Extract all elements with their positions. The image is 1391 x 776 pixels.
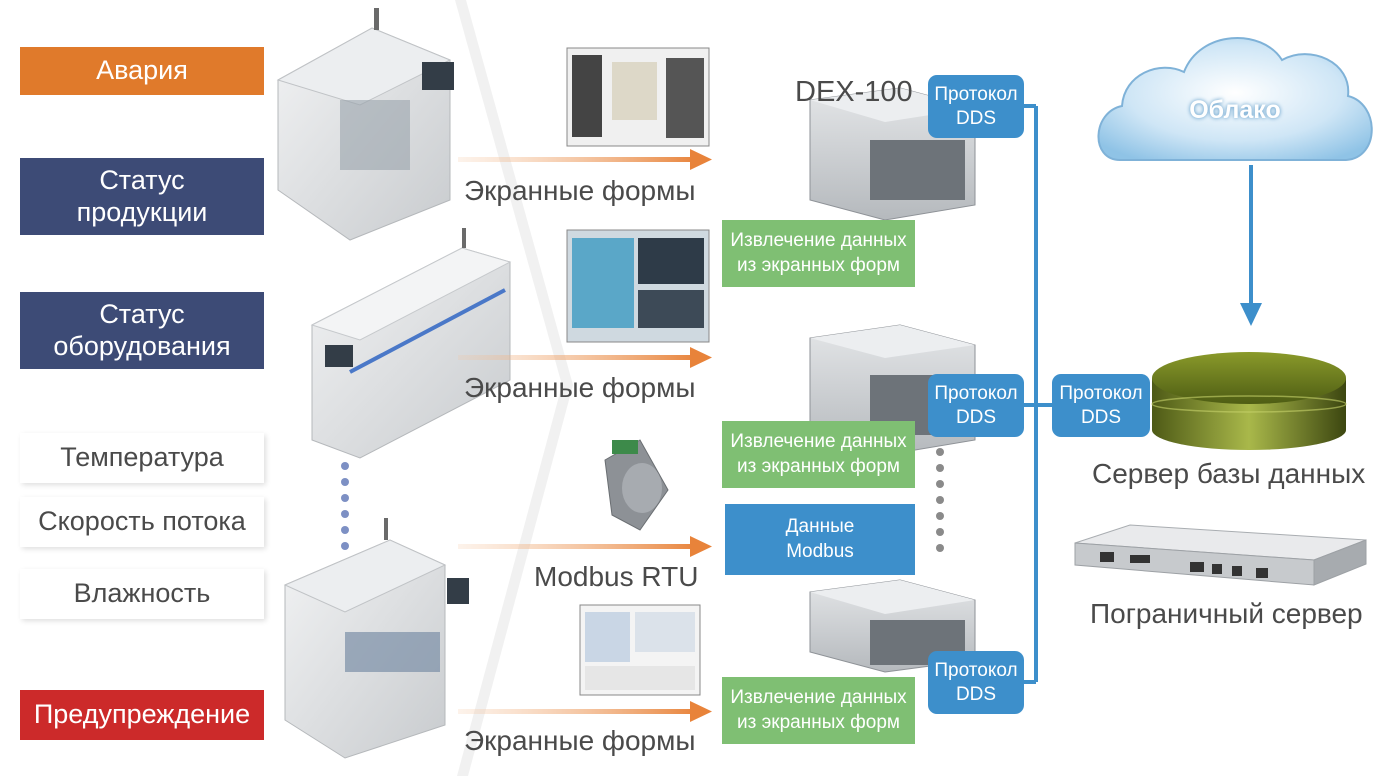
- extraction-line2: из экранных форм: [737, 455, 900, 477]
- cloud-to-db-arrow: [1240, 165, 1262, 326]
- divider: [455, 0, 573, 385]
- humidity-label: Влажность: [20, 569, 264, 619]
- modbus-data-line2: Modbus: [786, 540, 854, 562]
- product-status-label: Статус продукции: [20, 158, 264, 235]
- dex-100-title: DEX-100: [795, 76, 913, 108]
- arrow-1: [458, 149, 712, 170]
- modbus-rtu-caption: Modbus RTU: [534, 561, 699, 592]
- extraction-line2: из экранных форм: [737, 254, 900, 276]
- machine-placement-1: [276, 8, 454, 241]
- modbus-data-box: Данные Modbus: [725, 504, 915, 575]
- equipment-status-label: Статус оборудования: [20, 292, 264, 369]
- arrow-4: [458, 701, 712, 722]
- screen-forms-caption-2: Экранные формы: [464, 372, 696, 403]
- alarm-label: Авария: [20, 47, 264, 95]
- dex-100-device-1: [809, 87, 976, 221]
- dds-line1: Протокол: [934, 83, 1018, 105]
- database-cylinder: [1151, 352, 1347, 450]
- extraction-box-2: Извлечение данных из экранных форм: [722, 421, 915, 488]
- product-status-line1: Статус: [99, 165, 185, 196]
- dds-line2: DDS: [955, 683, 997, 705]
- cloud-label: Облако: [1189, 96, 1281, 124]
- db-server-caption: Сервер базы данных: [1092, 458, 1366, 489]
- screen-forms-caption-1: Экранные формы: [464, 175, 696, 206]
- dds-line1: Протокол: [1059, 382, 1143, 404]
- alarm-label-text: Авария: [96, 55, 188, 86]
- extraction-box-1: Извлечение данных из экранных форм: [722, 220, 915, 287]
- equipment-status-line1: Статус: [99, 299, 185, 330]
- machine-oven-2: [310, 228, 512, 459]
- edge-server-device: [1074, 524, 1367, 586]
- edge-server-caption: Пограничный сервер: [1090, 598, 1363, 629]
- dds-protocol-badge-2: Протокол DDS: [928, 374, 1024, 437]
- arrow-2: [458, 347, 712, 368]
- cloud-shape: [1097, 37, 1373, 161]
- dots-right: [936, 448, 944, 552]
- dds-line1: Протокол: [934, 382, 1018, 404]
- screen-thumb-1: [566, 47, 710, 147]
- warning-label: Предупреждение: [20, 690, 264, 740]
- screen-thumb-2: [566, 229, 710, 343]
- machine-placement-3: [283, 518, 469, 759]
- dots-left: [341, 462, 349, 550]
- flow-rate-text: Скорость потока: [38, 506, 246, 537]
- dds-line1: Протокол: [934, 659, 1018, 681]
- screen-thumb-3: [579, 604, 701, 696]
- equipment-status-line2: оборудования: [53, 330, 231, 361]
- warning-text: Предупреждение: [33, 699, 251, 730]
- modbus-data-line1: Данные: [785, 515, 855, 537]
- arrow-3: [458, 536, 712, 557]
- dds-protocol-badge-3: Протокол DDS: [928, 651, 1024, 714]
- dds-protocol-badge-db: Протокол DDS: [1052, 374, 1150, 437]
- flow-rate-label: Скорость потока: [20, 497, 264, 547]
- product-status-line2: продукции: [76, 196, 208, 227]
- dds-network-lines: [1022, 104, 1058, 684]
- dds-protocol-badge-1: Протокол DDS: [928, 75, 1024, 138]
- humidity-text: Влажность: [73, 578, 211, 609]
- modbus-module: [604, 439, 669, 531]
- extraction-line1: Извлечение данных: [730, 430, 907, 452]
- screen-forms-caption-3: Экранные формы: [464, 725, 696, 756]
- dds-line2: DDS: [955, 107, 997, 129]
- extraction-line1: Извлечение данных: [730, 686, 907, 708]
- divider: [457, 385, 573, 776]
- temperature-label: Температура: [20, 433, 264, 483]
- dds-line2: DDS: [1080, 406, 1122, 428]
- dds-line2: DDS: [955, 406, 997, 428]
- dex-100-device-3: [809, 579, 976, 673]
- extraction-line2: из экранных форм: [737, 711, 900, 733]
- extraction-line1: Извлечение данных: [730, 229, 907, 251]
- extraction-box-3: Извлечение данных из экранных форм: [722, 677, 915, 744]
- temperature-text: Температура: [60, 442, 224, 473]
